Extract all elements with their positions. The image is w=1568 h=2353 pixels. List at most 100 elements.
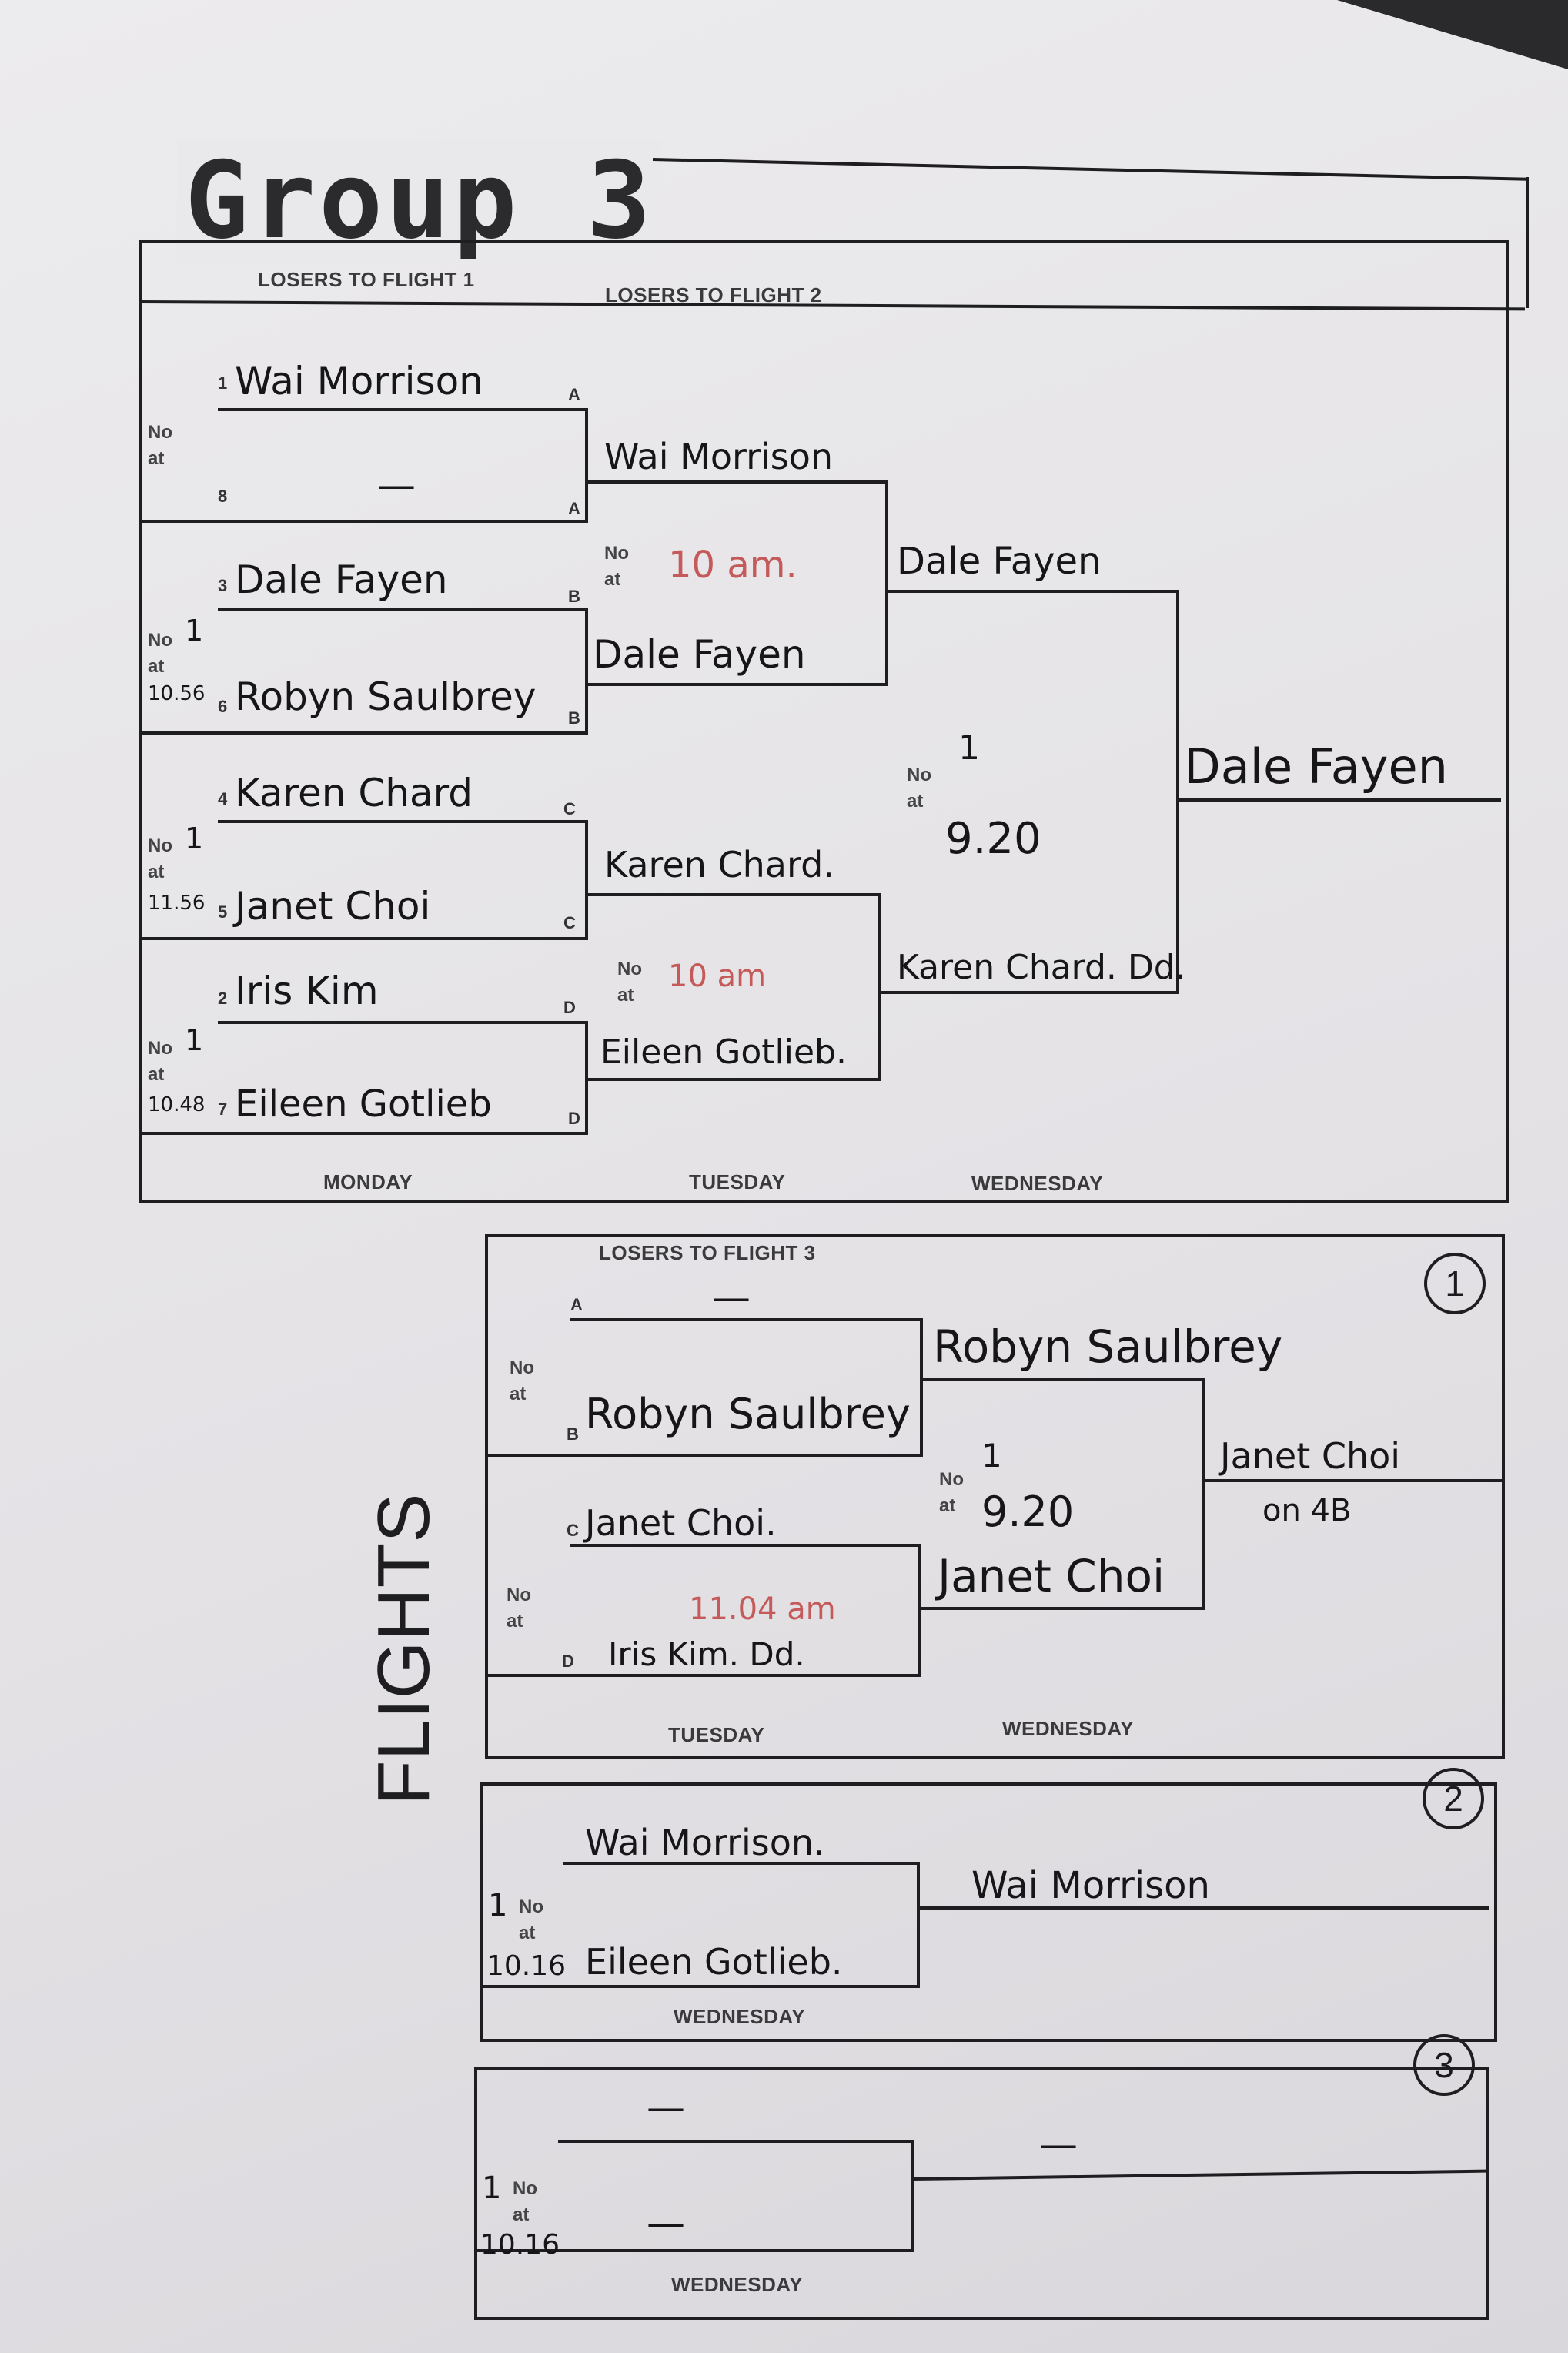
round3-player: Karen Chard. Dd. xyxy=(897,948,1186,987)
slot-letter: A xyxy=(568,385,580,404)
at-label: at xyxy=(604,569,621,590)
no-label: No xyxy=(148,835,172,856)
match-no-at: No at xyxy=(148,628,172,680)
no-label: No xyxy=(617,959,642,979)
day-label: TUESDAY xyxy=(668,1723,765,1746)
match-number: 1 xyxy=(185,614,204,648)
f2-winner-line xyxy=(918,1906,1489,1910)
f1-r2-line xyxy=(921,1378,1205,1381)
at-label: at xyxy=(148,656,165,677)
player-name: Janet Choi. xyxy=(585,1502,777,1544)
slot-letter: D xyxy=(568,1109,580,1128)
match-time: 10.16 xyxy=(486,1950,567,1982)
flight-3-bracket xyxy=(474,2067,1489,2320)
match-number: 1 xyxy=(488,1888,508,1923)
f1-r2-line xyxy=(920,1607,1204,1610)
r1-line xyxy=(141,937,587,940)
no-label: No xyxy=(507,1585,531,1605)
round2-player: Eileen Gotlieb. xyxy=(600,1033,847,1072)
slot-letter: A xyxy=(570,1295,583,1314)
at-label: at xyxy=(148,862,165,882)
losers-to-flight-1-label: LOSERS TO FLIGHT 1 xyxy=(258,268,475,291)
match-no-at: No at xyxy=(507,1582,531,1635)
r1-line xyxy=(141,1132,587,1135)
seed-number: 3 xyxy=(218,576,228,595)
f3-line xyxy=(558,2140,914,2143)
at-label: at xyxy=(939,1495,956,1516)
round2-player: Janet Choi xyxy=(938,1550,1165,1602)
r2-line xyxy=(587,683,887,686)
slot-letter: B xyxy=(568,708,580,728)
round2-player: Wai Morrison xyxy=(604,436,834,477)
flight-number-badge: 1 xyxy=(1424,1253,1486,1314)
match-time: 10 am. xyxy=(668,544,797,587)
losers-to-flight-3-label: LOSERS TO FLIGHT 3 xyxy=(599,1241,816,1264)
f3-connector xyxy=(911,2140,914,2252)
photo-corner xyxy=(1337,0,1568,69)
player-name: — xyxy=(647,2201,685,2245)
at-label: at xyxy=(907,791,924,812)
f1-winner-line xyxy=(1204,1479,1505,1482)
r2-connector xyxy=(878,893,881,1081)
match-time: 10.56 xyxy=(148,682,206,705)
f1-line xyxy=(570,1544,921,1547)
flight-3-winner: — xyxy=(1039,2122,1078,2167)
player-name: Karen Chard xyxy=(235,771,473,815)
r1-line xyxy=(218,408,587,411)
match-number: 1 xyxy=(958,728,980,768)
player-name: — xyxy=(647,2085,685,2130)
player-name: Wai Morrison. xyxy=(585,1822,825,1863)
r2-line xyxy=(587,480,887,484)
seed-number: 4 xyxy=(218,789,228,808)
player-name: Robyn Saulbrey xyxy=(235,674,537,719)
round2-player: Dale Fayen xyxy=(593,632,806,677)
player-name: Eileen Gotlieb xyxy=(235,1083,492,1126)
seed-number: 1 xyxy=(218,373,228,393)
slot-letter: C xyxy=(563,913,576,932)
slot-letter: C xyxy=(563,799,576,818)
slot-letter: B xyxy=(568,587,580,606)
r2-line xyxy=(587,893,879,896)
f2-line xyxy=(483,1985,920,1988)
day-label: MONDAY xyxy=(323,1170,413,1193)
r1-line xyxy=(218,1021,587,1024)
round2-player: Robyn Saulbrey xyxy=(933,1320,1283,1373)
match-time: 9.20 xyxy=(981,1488,1075,1536)
match-number: 1 xyxy=(981,1437,1002,1474)
f3-line xyxy=(477,2249,914,2252)
player-name: Wai Morrison xyxy=(235,359,483,403)
r1-connector xyxy=(585,608,588,735)
day-label: WEDNESDAY xyxy=(674,2005,806,2028)
round3-player: Dale Fayen xyxy=(897,540,1102,583)
no-label: No xyxy=(148,630,172,651)
at-label: at xyxy=(148,448,165,469)
flights-label: FLIGHTS xyxy=(363,1493,445,1806)
match-time: 11.04 am xyxy=(689,1592,836,1627)
r1-connector xyxy=(585,820,588,940)
player-name: Eileen Gotlieb. xyxy=(585,1941,843,1983)
title-box-top xyxy=(652,158,1528,181)
day-label: WEDNESDAY xyxy=(971,1172,1104,1195)
f2-line xyxy=(563,1862,920,1865)
f2-connector xyxy=(917,1862,920,1988)
r2-connector xyxy=(885,480,888,686)
match-number: 1 xyxy=(482,2171,502,2206)
r1-line xyxy=(218,608,587,611)
no-label: No xyxy=(148,422,172,443)
match-number: 1 xyxy=(185,1023,204,1057)
no-label: No xyxy=(519,1896,543,1917)
player-name: Iris Kim xyxy=(235,969,379,1013)
match-time: 10.48 xyxy=(148,1093,206,1116)
r1-line xyxy=(141,520,587,523)
slot-letter: D xyxy=(562,1652,574,1671)
f1-connector xyxy=(918,1544,921,1677)
seed-number: 7 xyxy=(218,1100,228,1119)
at-label: at xyxy=(507,1611,523,1632)
slot-letter: A xyxy=(568,499,580,518)
match-no-at: No at xyxy=(148,833,172,885)
flight-1-winner: Janet Choi xyxy=(1220,1435,1401,1477)
seed-number: 2 xyxy=(218,989,228,1008)
round2-player: Karen Chard. xyxy=(604,844,834,885)
